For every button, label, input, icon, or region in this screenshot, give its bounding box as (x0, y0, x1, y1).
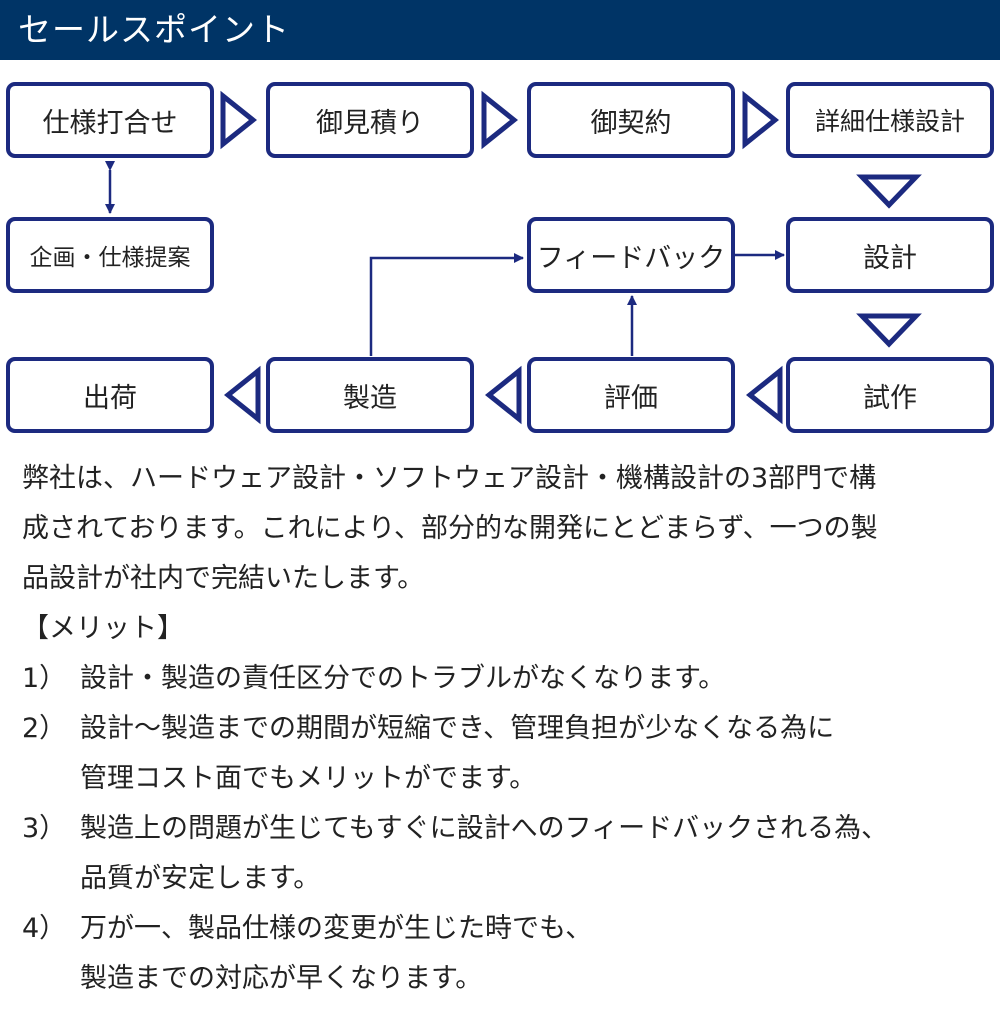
node-shipping: 出荷 (6, 357, 214, 433)
chevron-down-icon (856, 174, 922, 209)
merit-line: 万が一、製品仕様の変更が生じた時でも、 (80, 913, 593, 944)
node-evaluation: 評価 (527, 357, 735, 433)
node-spec-meeting: 仕様打合せ (6, 82, 214, 158)
merit-item: 1） 設計・製造の責任区分でのトラブルがなくなります。 (22, 654, 982, 704)
merit-line: 管理コスト面でもメリットがでます。 (80, 763, 537, 794)
node-planning-proposal: 企画・仕様提案 (6, 217, 214, 293)
node-label: 出荷 (83, 382, 137, 414)
node-manufacturing: 製造 (266, 357, 474, 433)
node-prototype: 試作 (786, 357, 994, 433)
node-detailed-spec-design: 詳細仕様設計 (786, 82, 994, 158)
chevron-right-icon (742, 90, 780, 150)
merit-line: 設計・製造の責任区分でのトラブルがなくなります。 (80, 663, 726, 694)
merit-number: 3） (22, 813, 67, 844)
merit-line: 製造上の問題が生じてもすぐに設計へのフィードバックされる為、 (80, 813, 889, 844)
node-label: 試作 (863, 382, 917, 414)
merit-item: 3） 製造上の問題が生じてもすぐに設計へのフィードバックされる為、 品質が安定し… (22, 804, 982, 904)
merit-line: 製造までの対応が早くなります。 (80, 963, 483, 994)
chevron-left-icon (223, 365, 261, 425)
page-title: セールスポイント (18, 10, 290, 49)
description-text: 弊社は、ハードウェア設計・ソフトウェア設計・機構設計の3部門で構 成されておりま… (22, 454, 982, 1004)
chevron-left-icon (484, 365, 522, 425)
node-label: フィードバック (536, 242, 726, 274)
node-feedback: フィードバック (527, 217, 735, 293)
node-label: 企画・仕様提案 (29, 245, 191, 271)
merit-line: 品質が安定します。 (80, 863, 321, 894)
node-design: 設計 (786, 217, 994, 293)
intro-line: 品設計が社内で完結いたします。 (22, 563, 425, 594)
page-header: セールスポイント (0, 0, 1000, 60)
merit-line: 設計～製造までの期間が短縮でき、管理負担が少なくなる為に (80, 713, 835, 744)
intro-line: 弊社は、ハードウェア設計・ソフトウェア設計・機構設計の3部門で構 (22, 463, 877, 494)
merit-number: 2） (22, 713, 67, 744)
merit-number: 1） (22, 663, 67, 694)
node-label: 御契約 (590, 107, 672, 139)
node-contract: 御契約 (527, 82, 735, 158)
merit-heading: 【メリット】 (22, 613, 184, 644)
merit-number: 4） (22, 913, 67, 944)
node-label: 評価 (604, 382, 658, 414)
chevron-left-icon (745, 365, 783, 425)
node-estimate: 御見積り (266, 82, 474, 158)
node-label: 詳細仕様設計 (814, 107, 965, 136)
merit-item: 2） 設計～製造までの期間が短縮でき、管理負担が少なくなる為に 管理コスト面でも… (22, 704, 982, 804)
chevron-down-icon (856, 313, 922, 348)
merit-item: 4） 万が一、製品仕様の変更が生じた時でも、 製造までの対応が早くなります。 (22, 904, 982, 1004)
intro-line: 成されております。これにより、部分的な開発にとどまらず、一つの製 (22, 513, 878, 544)
node-label: 御見積り (316, 107, 424, 139)
process-flow-diagram: 仕様打合せ 御見積り 御契約 詳細仕様設計 企画・仕様提案 フィードバック 設計… (0, 60, 1000, 445)
node-label: 製造 (343, 382, 397, 414)
chevron-right-icon (220, 90, 258, 150)
chevron-right-icon (481, 90, 519, 150)
manufacturing-to-feedback-arrow (369, 253, 524, 356)
node-label: 設計 (863, 242, 917, 274)
node-label: 仕様打合せ (42, 107, 178, 139)
